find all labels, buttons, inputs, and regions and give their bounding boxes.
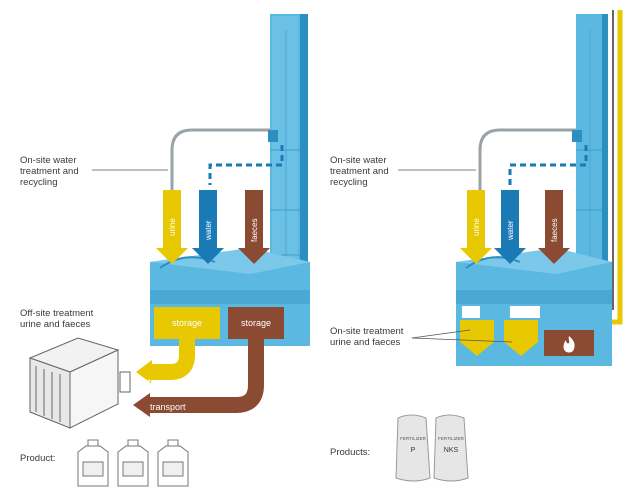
- left-storage-brown-label: storage: [241, 318, 271, 328]
- fertilizer-bag-p-bottom: P: [411, 447, 416, 454]
- right-system: urine water faeces FERTILIZER P FERTILIZ…: [395, 10, 623, 482]
- left-onsite-label: On-site water treatment and recycling: [20, 155, 79, 188]
- offsite-treatment-label: Off-site treatment urine and faeces: [20, 308, 94, 330]
- left-storage-yellow-label: storage: [172, 318, 202, 328]
- left-transport-yellow-label: transport: [148, 377, 184, 387]
- left-water-arrow-label: water: [204, 220, 213, 241]
- right-onsite-label: On-site water treatment and recycling: [330, 155, 389, 188]
- right-treatment-leader-2: [411, 337, 513, 343]
- left-transport-brown-arrow: [150, 339, 264, 413]
- right-treatment-leader-1: [411, 329, 471, 339]
- fertilizer-bag-p-icon: [395, 414, 431, 482]
- product-label: Product:: [20, 453, 56, 464]
- left-transport-yellow-arrow: [152, 339, 195, 380]
- fertilizer-bag-nks-bottom: NKS: [444, 447, 459, 454]
- left-system: urine water faeces storage storage trans…: [28, 14, 310, 487]
- fertilizer-bag-p-top: FERTILIZER: [400, 436, 426, 441]
- right-water-arrow: [494, 190, 526, 264]
- right-toilet-base: [456, 248, 612, 304]
- product-canister-3-icon: [157, 439, 189, 487]
- right-water-arrow-label: water: [506, 220, 515, 241]
- left-urine-arrow-label: urine: [168, 218, 177, 236]
- fertilizer-bag-nks-icon: [433, 414, 469, 482]
- product-canister-1-icon: [77, 439, 109, 487]
- left-dashed-water-line: [208, 145, 284, 185]
- offsite-treatment-container-icon: [28, 337, 131, 429]
- right-faeces-arrow-label: faeces: [550, 218, 559, 242]
- left-storage-tank: [150, 304, 310, 346]
- left-transport-yellow-arrowhead: [136, 360, 152, 384]
- left-urine-arrow: [156, 190, 188, 264]
- left-valve: [268, 130, 278, 142]
- right-onsite-treatment-label: On-site treatment urine and faeces: [330, 326, 404, 348]
- right-dashed-water-line: [508, 145, 588, 185]
- right-faeces-arrow: [538, 190, 570, 264]
- left-recycle-pipe: [170, 128, 272, 200]
- flame-icon: [563, 336, 575, 353]
- right-urine-arrow-label: urine: [472, 218, 481, 236]
- product-canister-2-icon: [117, 439, 149, 487]
- left-transport-brown-label: transport: [150, 402, 186, 412]
- right-valve: [572, 130, 582, 142]
- left-transport-brown-arrowhead: [133, 393, 150, 417]
- fertilizer-bag-nks-top: FERTILIZER: [438, 436, 464, 441]
- right-onsite-treatment-tank: [456, 304, 612, 366]
- left-faeces-arrow: [238, 190, 270, 264]
- left-water-arrow: [192, 190, 224, 264]
- products-label: Products:: [330, 447, 371, 458]
- left-faeces-arrow-label: faeces: [250, 218, 259, 242]
- right-recycle-pipe: [478, 128, 576, 200]
- right-urine-arrow: [460, 190, 492, 264]
